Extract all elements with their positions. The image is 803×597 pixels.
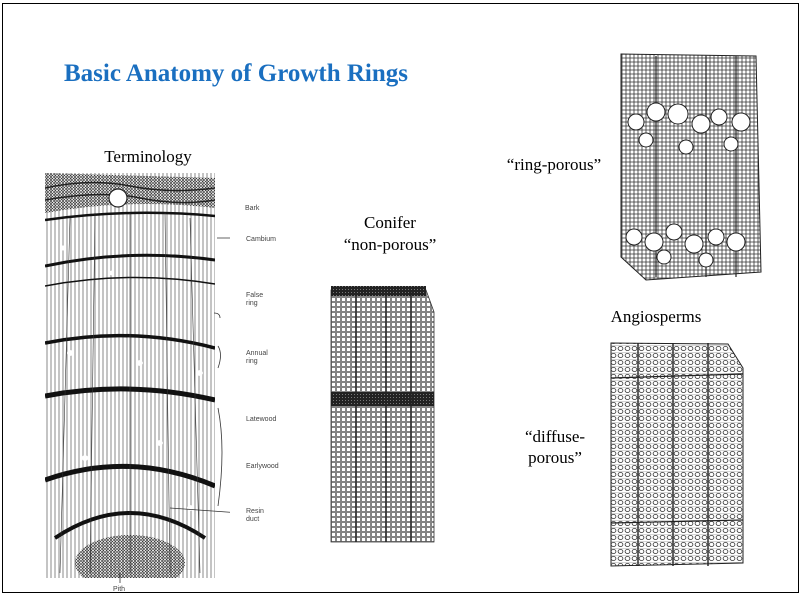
terminology-diagram xyxy=(30,168,230,588)
ring-porous-label: “ring-porous” xyxy=(484,155,624,175)
annual-ring-label-2: ring xyxy=(246,358,258,366)
non-porous-label: “non-porous” xyxy=(320,235,460,255)
ring-porous-diagram xyxy=(616,52,764,287)
diffuse-label-1: “diffuse- xyxy=(505,427,605,447)
angiosperms-label: Angiosperms xyxy=(596,307,716,327)
conifer-diagram xyxy=(326,282,438,547)
diffuse-porous-diagram xyxy=(603,338,748,573)
pith-label: Pith xyxy=(113,586,125,594)
bark-label: Bark xyxy=(245,205,259,213)
slide-title: Basic Anatomy of Growth Rings xyxy=(64,60,408,88)
diffuse-label-2: porous” xyxy=(505,448,605,468)
false-ring-label-1: False xyxy=(246,292,263,300)
resin-duct-label-1: Resin xyxy=(246,508,264,516)
annual-ring-label-1: Annual xyxy=(246,350,268,358)
cambium-label: Cambium xyxy=(246,236,276,244)
latewood-label: Latewood xyxy=(246,416,276,424)
earlywood-label: Earlywood xyxy=(246,463,279,471)
resin-duct-label-2: duct xyxy=(246,516,259,524)
conifer-label: Conifer xyxy=(340,213,440,233)
terminology-label: Terminology xyxy=(88,147,208,167)
false-ring-label-2: ring xyxy=(246,300,258,308)
